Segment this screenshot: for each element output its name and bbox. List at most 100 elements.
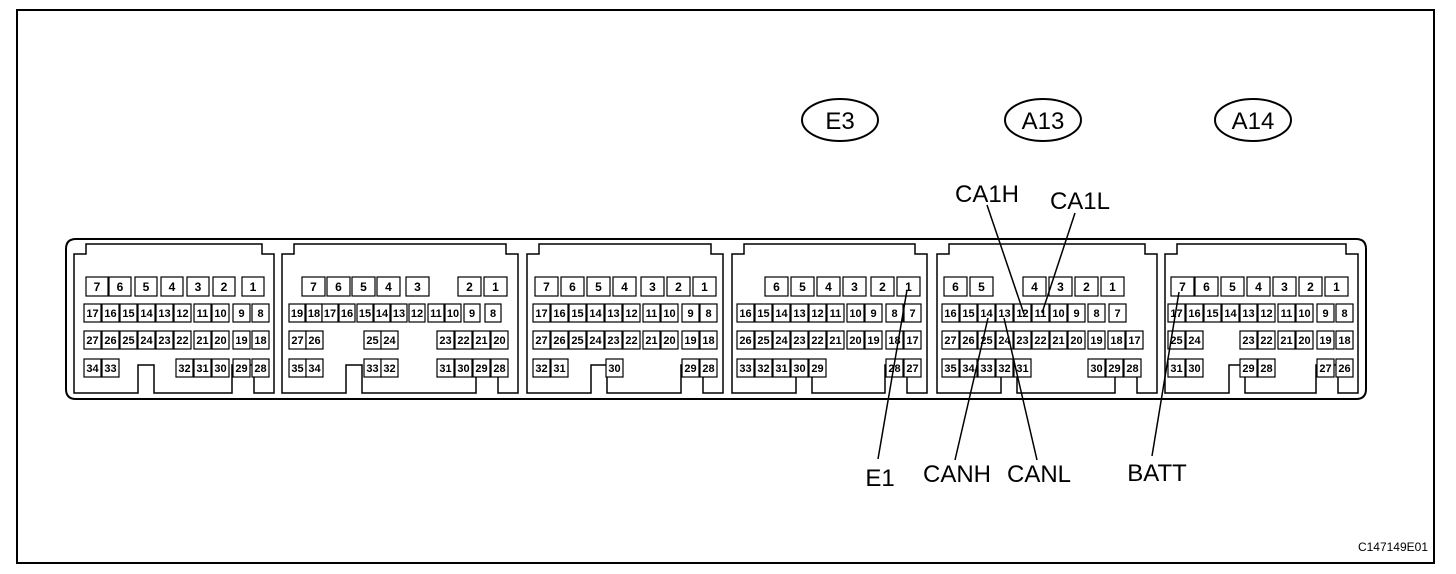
pin-number: 6 [335,280,342,294]
pin-number: 17 [324,308,336,320]
pin-number: 7 [310,280,317,294]
pin-cavity [211,303,230,323]
pin-cavity [666,276,691,297]
pin-cavity [321,303,339,323]
pin-number: 19 [235,335,247,347]
pin-cavity [640,276,665,297]
pin-number: 8 [1341,308,1347,320]
pin-number: 4 [385,280,392,294]
pin-number: 26 [962,335,974,347]
pin-number: 22 [1034,335,1046,347]
pin-cavity [212,276,236,297]
pin-number: 19 [1090,335,1102,347]
pin-cavity [211,330,230,350]
pin-number: 23 [793,335,805,347]
pin-cavity [534,276,559,297]
pin-number: 21 [1052,335,1064,347]
pin-number: 9 [238,308,244,320]
pin-number: 21 [829,335,841,347]
connector-label-a13: A13 [1022,108,1065,135]
pin-cavity [454,358,473,378]
pin-number: 33 [739,363,751,375]
pin-cavity [101,330,120,350]
ecu-housing [65,238,1367,400]
pin-number: 23 [1016,335,1028,347]
pin-cavity [436,358,455,378]
pin-number: 29 [475,363,487,375]
pin-cavity [1087,303,1106,323]
pin-cavity [941,330,960,350]
pin-number: 31 [553,363,565,375]
pin-cavity [1185,303,1204,323]
pin-number: 24 [140,335,153,347]
pin-number: 7 [1179,280,1186,294]
pin-cavity [305,330,324,350]
pin-number: 6 [569,280,576,294]
pin-number: 7 [909,308,915,320]
pin-cavity [232,358,251,378]
pin-cavity [586,303,605,323]
pin-cavity [660,303,679,323]
pin-cavity [1203,303,1222,323]
pin-number: 15 [571,308,583,320]
pin-number: 11 [1035,308,1047,320]
pin-cavity [211,358,230,378]
pin-number: 27 [535,335,547,347]
pin-cavity [550,330,569,350]
pin-number: 12 [811,308,823,320]
pin-number: 1 [492,280,499,294]
pin-number: 20 [1298,335,1310,347]
pin-number: 9 [1322,308,1328,320]
pin-cavity [193,303,212,323]
pin-cavity [251,330,270,350]
pin-number: 20 [214,335,226,347]
pin-cavity [642,330,661,350]
pin-cavity [903,330,922,350]
pin-number: 16 [1188,308,1200,320]
pin-cavity [1335,358,1354,378]
pin-number: 31 [1170,363,1182,375]
pin-cavity [1100,276,1125,297]
pin-cavity [764,276,789,297]
pin-number: 25 [571,335,583,347]
connector-oval-e3 [801,98,879,142]
pin-number: 5 [978,280,985,294]
pin-number: 1 [701,280,708,294]
pin-cavity [568,330,587,350]
pin-number: 4 [621,280,628,294]
pin-cavity [1087,330,1106,350]
pin-cavity [173,303,192,323]
pin-number: 22 [1260,335,1272,347]
pin-number: 30 [1090,363,1102,375]
pin-number: 35 [944,363,956,375]
pin-cavity [790,358,809,378]
pin-cavity [1298,276,1323,297]
pin-number: 20 [1070,335,1082,347]
pin-number: 17 [535,308,547,320]
pin-cavity [1105,358,1124,378]
pin-cavity [83,303,102,323]
pin-cavity [660,330,679,350]
pin-number: 16 [944,308,956,320]
pin-number: 1 [1333,280,1340,294]
pin-number: 34 [962,363,975,375]
pin-number: 31 [775,363,787,375]
pin-cavity [896,276,921,297]
pin-number: 11 [197,308,209,320]
pin-number: 8 [891,308,897,320]
pin-number: 10 [1298,308,1310,320]
pin-number: 19 [1319,335,1331,347]
pin-cavity [232,303,251,323]
pin-number: 31 [439,363,451,375]
pin-number: 15 [122,308,134,320]
pin-number: 17 [86,308,98,320]
pin-cavity [490,330,509,350]
pin-cavity [1277,330,1296,350]
pin-number: 18 [1110,335,1122,347]
pin-cavity [408,303,426,323]
pin-cavity [484,303,502,323]
pin-number: 6 [117,280,124,294]
pin-number: 18 [702,335,714,347]
pin-number: 29 [235,363,247,375]
pin-cavity [754,358,773,378]
